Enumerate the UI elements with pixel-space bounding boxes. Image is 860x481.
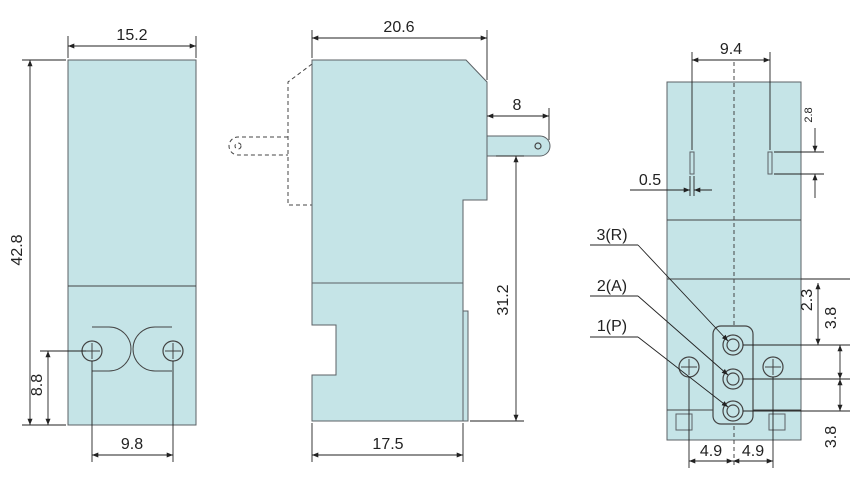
side-width-label: 20.6 xyxy=(383,19,414,36)
port-pitch-lower-label: 3.8 xyxy=(823,426,840,448)
front-view: 15.2 42.8 8.8 9.8 xyxy=(9,27,197,462)
slot-width-label: 0.5 xyxy=(639,172,661,189)
left-slot xyxy=(689,151,695,175)
front-body xyxy=(67,59,197,426)
rear-left-foot xyxy=(675,413,693,431)
rear-view: 9.4 2.8 0.5 3(R) 2(A) 1(P) 2.3 3.8 xyxy=(590,41,850,468)
left-boss-outline xyxy=(92,326,132,372)
port-a-label: 2(A) xyxy=(597,278,627,295)
left-half-label: 4.9 xyxy=(700,443,722,460)
rear-right-foot xyxy=(768,413,786,431)
side-lower-body xyxy=(311,282,464,422)
ghost-connector-outline xyxy=(287,63,313,206)
side-terminal xyxy=(486,135,551,157)
port-pitch-upper-label: 3.8 xyxy=(823,307,840,329)
side-height-label: 31.2 xyxy=(495,284,512,315)
ghost-terminal xyxy=(228,136,288,156)
side-view: 20.6 8 31.2 17.5 xyxy=(228,19,551,462)
right-slot xyxy=(767,151,773,175)
port-r-label: 3(R) xyxy=(596,227,627,244)
port-p-label: 1(P) xyxy=(597,318,627,335)
side-port-tab xyxy=(462,310,469,422)
hole-offset-label: 8.8 xyxy=(29,374,46,396)
front-height-label: 42.8 xyxy=(9,234,26,265)
side-upper-body xyxy=(311,59,488,284)
terminal-length-label: 8 xyxy=(513,97,522,114)
hole-spacing-label: 9.8 xyxy=(121,436,143,453)
slot-spacing-label: 9.4 xyxy=(720,41,742,58)
port-offset-label: 2.3 xyxy=(799,289,816,311)
slot-height-label: 2.8 xyxy=(803,107,815,122)
side-base-label: 17.5 xyxy=(372,436,403,453)
right-half-label: 4.9 xyxy=(742,443,764,460)
front-width-label: 15.2 xyxy=(116,27,147,44)
right-boss-outline xyxy=(132,326,172,372)
